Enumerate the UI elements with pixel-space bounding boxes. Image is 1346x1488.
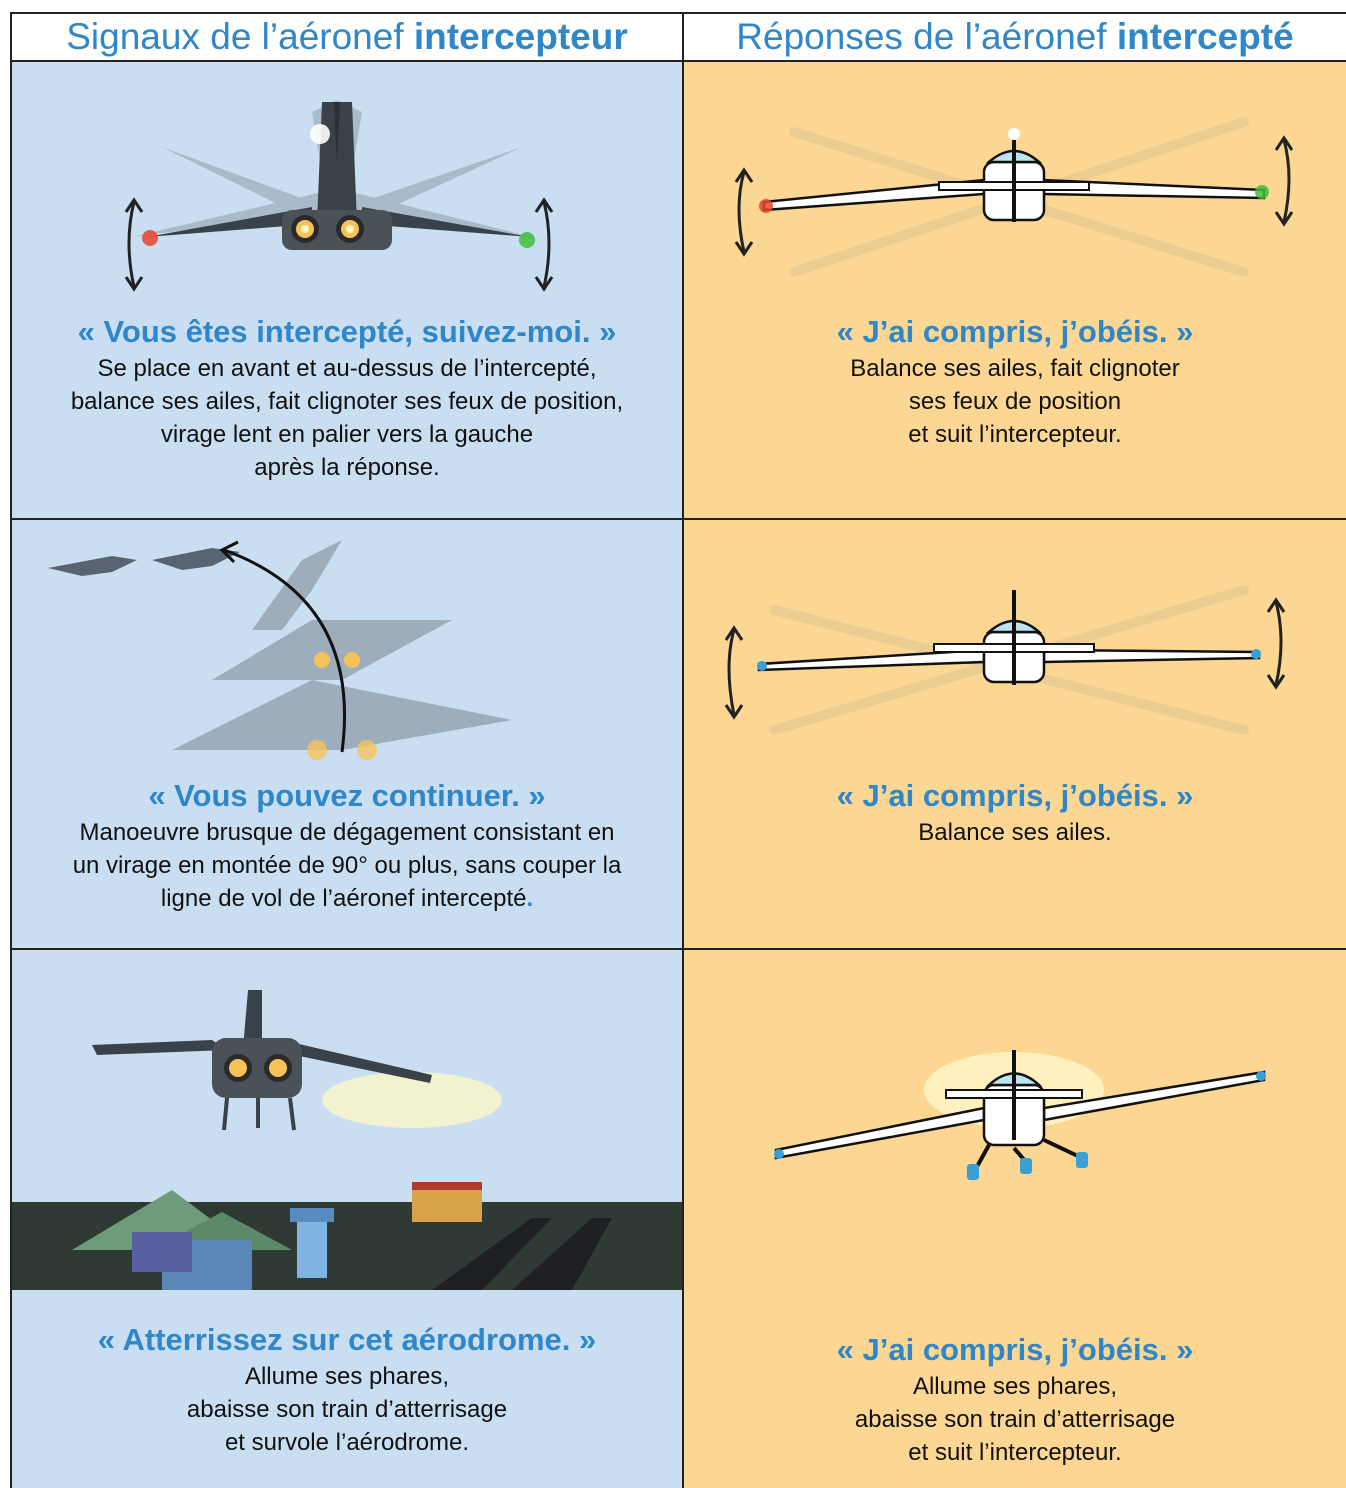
header-divider xyxy=(10,60,1346,62)
double-arrow-icon xyxy=(734,167,754,257)
row-divider xyxy=(10,948,1346,950)
signal-cell-3: « Atterrissez sur cet aérodrome. » Allum… xyxy=(12,950,682,1488)
signal-quote: « Vous êtes intercepté, suivez-moi. » xyxy=(77,314,617,349)
fighter-jet-icon xyxy=(124,100,554,292)
double-arrow-icon xyxy=(124,197,144,292)
double-arrow-icon xyxy=(724,625,744,720)
signal-description: Se place en avant et au-dessus de l’inte… xyxy=(70,355,624,481)
response-cell-2: « J’ai compris, j’obéis. » Balance ses a… xyxy=(684,520,1346,948)
signal-description: Manoeuvre brusque de dégagement consista… xyxy=(72,819,622,912)
light-aircraft-icon xyxy=(724,585,1286,735)
signal-quote: « Atterrissez sur cet aérodrome. » xyxy=(97,1322,597,1357)
response-quote: « J’ai compris, j’obéis. » xyxy=(836,778,1194,813)
fighter-jet-icon xyxy=(48,540,512,760)
light-aircraft-icon xyxy=(774,1050,1266,1180)
row-divider xyxy=(10,518,1346,520)
signal-quote: « Vous pouvez continuer. » xyxy=(148,778,546,813)
response-quote: « J’ai compris, j’obéis. » xyxy=(836,1332,1194,1367)
double-arrow-icon xyxy=(534,197,554,292)
light-aircraft-icon xyxy=(734,117,1294,277)
header-signals: Signaux de l’aéronef intercepteur xyxy=(66,16,628,57)
signal-cell-2: « Vous pouvez continuer. » Manoeuvre bru… xyxy=(12,520,682,948)
response-cell-3: « J’ai compris, j’obéis. » Allume ses ph… xyxy=(684,950,1346,1488)
airfield-scene xyxy=(12,990,682,1290)
signal-description: Allume ses phares, abaisse son train d’a… xyxy=(186,1363,508,1456)
table-frame xyxy=(10,12,1346,1488)
response-description: Allume ses phares, abaisse son train d’a… xyxy=(854,1373,1176,1466)
signal-cell-1: « Vous êtes intercepté, suivez-moi. » Se… xyxy=(12,62,682,518)
response-description: Balance ses ailes, fait clignoter ses fe… xyxy=(850,355,1180,448)
double-arrow-icon xyxy=(1274,135,1294,227)
header-responses: Réponses de l’aéronef intercepté xyxy=(736,16,1294,57)
double-arrow-icon xyxy=(1266,597,1286,690)
response-quote: « J’ai compris, j’obéis. » xyxy=(836,314,1194,349)
column-divider xyxy=(682,12,684,1488)
curved-arrow-icon xyxy=(219,540,347,753)
response-description: Balance ses ailes. xyxy=(918,819,1112,846)
response-cell-1: « J’ai compris, j’obéis. » Balance ses a… xyxy=(684,62,1346,518)
